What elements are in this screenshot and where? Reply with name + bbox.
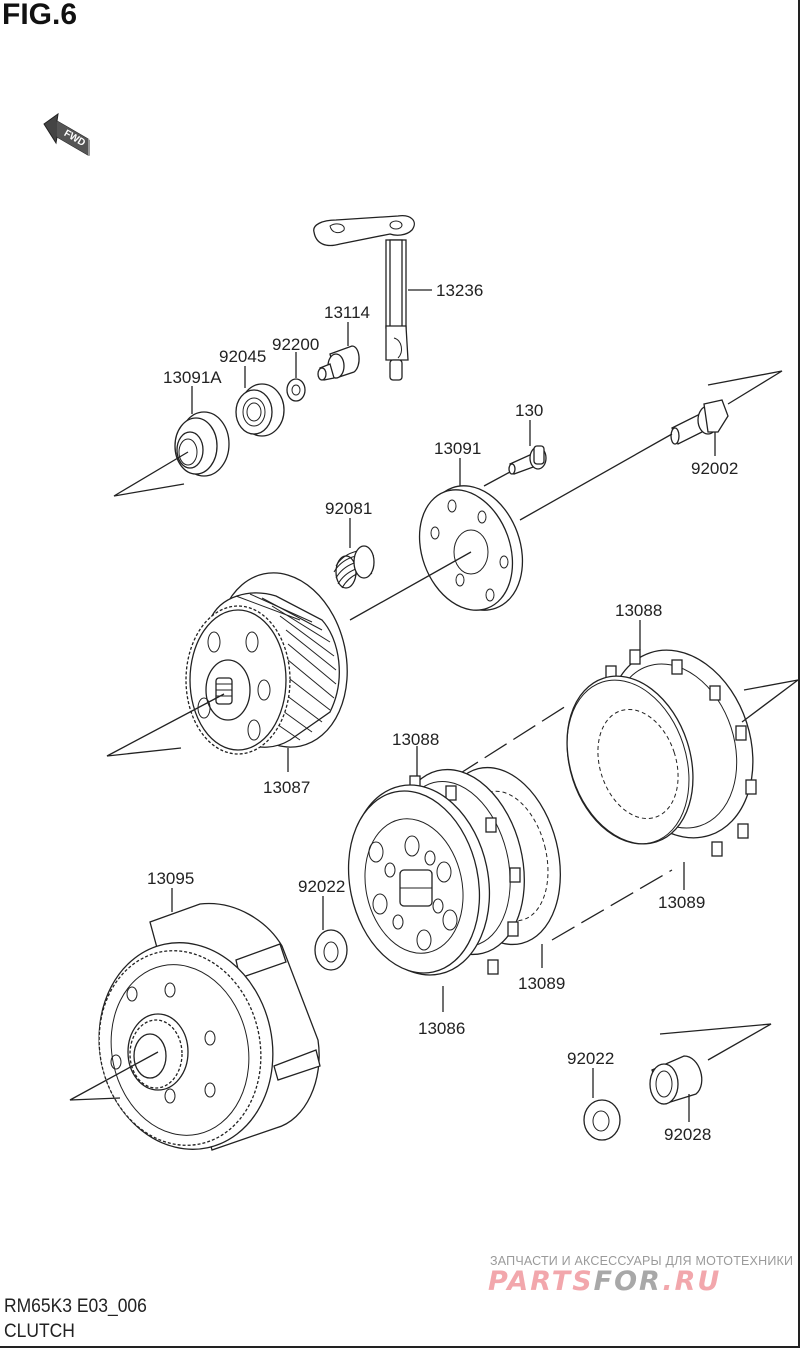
part-92200[interactable]: [286, 378, 306, 402]
part-13114[interactable]: [317, 345, 360, 381]
model-code: RM65K3 E03_006: [4, 1296, 147, 1317]
label-13095[interactable]: 13095: [147, 869, 194, 888]
label-92200[interactable]: 92200: [272, 335, 319, 354]
label-92002[interactable]: 92002: [691, 459, 738, 478]
label-13114[interactable]: 13114: [324, 303, 370, 322]
label-92022-upper[interactable]: 92022: [298, 877, 345, 896]
axis-line: [659, 1023, 772, 1061]
part-13236[interactable]: [313, 215, 415, 381]
label-130[interactable]: 130: [515, 401, 543, 420]
label-13236[interactable]: 13236: [436, 281, 483, 300]
axis-line: [519, 433, 673, 521]
axis-line: [113, 451, 189, 497]
section-name: CLUTCH: [4, 1321, 75, 1342]
watermark-logo: PARTSFOR.RU: [488, 1266, 721, 1297]
axis-line: [741, 679, 799, 723]
part-92022-upper[interactable]: [314, 929, 348, 971]
watermark-brand-part2: FOR: [593, 1266, 663, 1297]
label-13088-right[interactable]: 13088: [615, 601, 662, 620]
label-13087[interactable]: 13087: [263, 778, 310, 797]
axis-line: [551, 869, 673, 941]
label-92081[interactable]: 92081: [325, 499, 372, 518]
label-92028[interactable]: 92028: [664, 1125, 711, 1144]
axis-line: [483, 471, 511, 487]
label-92045[interactable]: 92045: [219, 347, 266, 366]
part-92081[interactable]: [333, 545, 375, 589]
label-13088-left[interactable]: 13088: [392, 730, 439, 749]
figure-title: FIG.6: [2, 0, 78, 31]
axis-line: [707, 370, 783, 405]
axis-line: [69, 1051, 159, 1101]
label-13091[interactable]: 13091: [434, 439, 481, 458]
label-92022-lower[interactable]: 92022: [567, 1049, 614, 1068]
part-92045[interactable]: [235, 383, 285, 437]
label-13086[interactable]: 13086: [418, 1019, 465, 1038]
part-13091A[interactable]: [174, 411, 230, 477]
watermark-brand-part3: .RU: [662, 1266, 722, 1297]
part-13087[interactable]: [185, 561, 363, 760]
axis-line: [455, 705, 567, 777]
watermark-tagline: ЗАПЧАСТИ И АКСЕССУАРЫ ДЛЯ МОТОТЕХНИКИ: [490, 1254, 794, 1268]
part-130[interactable]: [508, 445, 547, 475]
watermark-brand-part1: PARTS: [488, 1266, 594, 1297]
part-13086[interactable]: [332, 772, 506, 988]
fwd-arrow-icon: FWD: [43, 112, 90, 156]
axis-line: [349, 551, 472, 621]
label-13091A[interactable]: 13091A: [163, 368, 222, 387]
part-92002[interactable]: [670, 399, 729, 445]
part-13095[interactable]: [80, 902, 321, 1166]
part-92022-lower[interactable]: [583, 1099, 621, 1141]
part-13089-right[interactable]: [546, 660, 713, 861]
label-13089-left[interactable]: 13089: [518, 974, 565, 993]
part-92028[interactable]: [649, 1055, 703, 1105]
axis-line: [106, 693, 225, 757]
label-13089-right[interactable]: 13089: [658, 893, 705, 912]
part-13091[interactable]: [403, 472, 539, 624]
